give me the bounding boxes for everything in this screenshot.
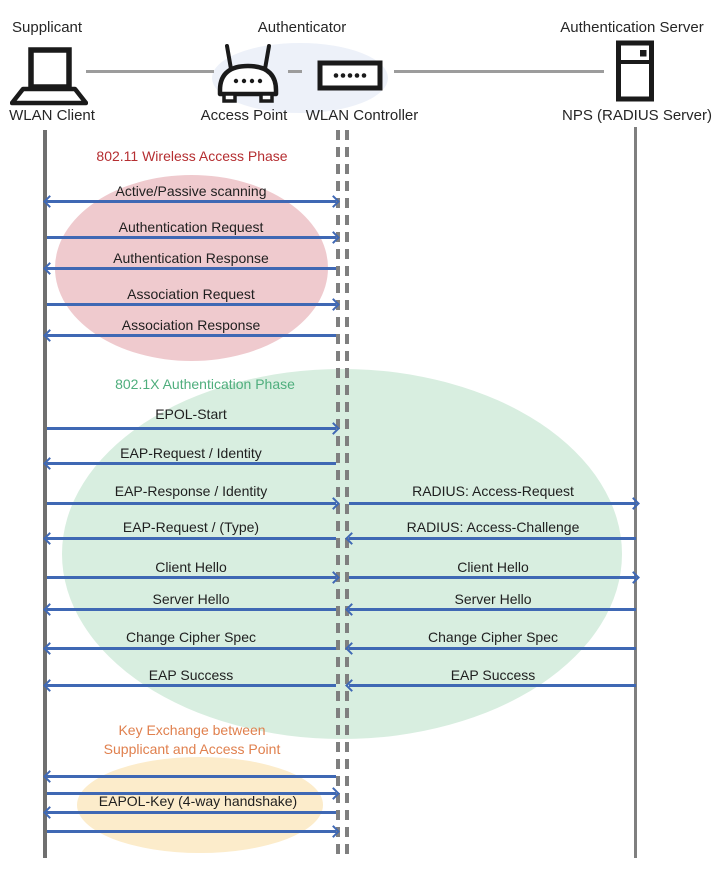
message-label-active-passive-scanning: Active/Passive scanning: [115, 183, 267, 199]
message-label-change-cipher-spec-right: Change Cipher Spec: [428, 629, 558, 645]
phase1-title: 802.11 Wireless Access Phase: [96, 148, 288, 164]
lifeline-controller-left: [336, 130, 340, 858]
message-label-eap-success-left: EAP Success: [148, 667, 234, 683]
message-label-server-hello-right: Server Hello: [454, 591, 532, 607]
role-title-authenticator: Authenticator: [257, 19, 347, 36]
message-arrow-server-hello-right: [345, 602, 636, 616]
message-arrow-eap-success-right: [345, 678, 636, 692]
node-label-wlan-client: WLAN Client: [9, 107, 95, 124]
message-arrow-radius-access-challenge: [345, 531, 636, 545]
message-arrow-change-cipher-spec-left: [43, 641, 336, 655]
message-arrow-server-hello-left: [43, 602, 336, 616]
message-label-eap-request-identity: EAP-Request / Identity: [120, 445, 262, 461]
role-title-authentication-server: Authentication Server: [560, 19, 704, 36]
message-arrow-4way-2: [47, 786, 340, 800]
message-label-radius-access-request: RADIUS: Access-Request: [412, 483, 574, 499]
phase3-title-line1: Key Exchange between: [118, 722, 266, 738]
message-arrow-client-hello-right: [349, 570, 640, 584]
message-arrow-eap-success-left: [43, 678, 336, 692]
message-arrow-4way-4: [47, 824, 340, 838]
role-title-supplicant: Supplicant: [12, 19, 83, 36]
message-arrow-radius-access-request: [349, 496, 640, 510]
message-arrow-eap-request-type: [43, 531, 336, 545]
message-label-association-response: Association Response: [121, 317, 261, 333]
message-label-change-cipher-spec-left: Change Cipher Spec: [126, 629, 256, 645]
message-arrow-association-response: [43, 328, 336, 342]
connector-client-ap: [86, 70, 214, 73]
lifeline-radius-server: [634, 127, 637, 858]
message-arrow-eap-response-identity: [47, 496, 340, 510]
server-icon: [615, 40, 655, 107]
message-arrow-4way-3: [43, 805, 336, 819]
phase3-title: Key Exchange between Supplicant and Acce…: [104, 721, 281, 759]
message-label-client-hello-right: Client Hello: [457, 559, 529, 575]
lifeline-wlan-client: [43, 130, 47, 858]
message-label-association-request: Association Request: [127, 286, 255, 302]
message-arrow-active-passive-scanning: [43, 194, 340, 208]
message-arrow-authentication-response: [43, 261, 336, 275]
message-arrow-authentication-request: [47, 230, 340, 244]
arrowhead-right-icon: [627, 496, 640, 510]
message-arrow-association-request: [47, 297, 340, 311]
message-arrow-change-cipher-spec-right: [345, 641, 636, 655]
message-arrow-epol-start: [47, 421, 340, 435]
message-label-eapol-key: EAPOL-Key (4-way handshake): [98, 793, 298, 809]
message-label-client-hello-left: Client Hello: [155, 559, 227, 575]
message-arrow-eap-request-identity: [43, 456, 336, 470]
node-label-wlan-controller: WLAN Controller: [305, 107, 419, 124]
message-label-server-hello-left: Server Hello: [152, 591, 230, 607]
laptop-icon: [9, 47, 89, 112]
wlan-controller-icon: [317, 60, 383, 96]
lifeline-controller-right: [345, 130, 349, 858]
message-label-authentication-request: Authentication Request: [118, 219, 264, 235]
message-label-eap-response-identity: EAP-Response / Identity: [114, 483, 268, 499]
message-label-eap-request-type: EAP-Request / (Type): [122, 519, 260, 535]
message-arrow-4way-1: [43, 769, 336, 783]
node-label-access-point: Access Point: [200, 107, 288, 124]
access-point-icon: [215, 43, 281, 112]
phase2-title: 802.1X Authentication Phase: [115, 376, 295, 392]
message-label-eap-success-right: EAP Success: [450, 667, 536, 683]
phase3-title-line2: Supplicant and Access Point: [103, 741, 281, 757]
message-label-radius-access-challenge: RADIUS: Access-Challenge: [406, 519, 580, 535]
phase3-ellipse: [77, 757, 323, 853]
connector-controller-server: [394, 70, 604, 73]
message-arrow-client-hello-left: [47, 570, 340, 584]
message-label-authentication-response: Authentication Response: [113, 250, 269, 266]
phase2-ellipse: [62, 369, 622, 739]
message-label-epol-start: EPOL-Start: [155, 406, 227, 422]
connector-ap-controller: [288, 70, 302, 73]
arrowhead-right-icon: [627, 570, 640, 584]
node-label-nps-radius-server: NPS (RADIUS Server): [561, 107, 713, 124]
